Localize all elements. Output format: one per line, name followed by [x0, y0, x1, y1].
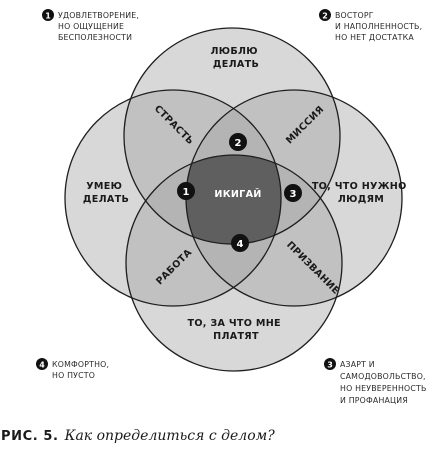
note-2: 2 ВОСТОРГ И НАПОЛНЕННОСТЬ, НО НЕТ ДОСТАТ…	[319, 9, 425, 42]
svg-text:4: 4	[237, 239, 244, 250]
svg-text:3: 3	[327, 361, 333, 370]
badge-2: 2	[229, 133, 247, 151]
world-needs-label: ТО, ЧТО НУЖНО ЛЮДЯМ	[312, 181, 410, 205]
note-2-text: ВОСТОРГ И НАПОЛНЕННОСТЬ, НО НЕТ ДОСТАТКА	[335, 11, 425, 42]
circle-outlines	[64, 27, 403, 372]
love-label: ЛЮБЛЮ ДЕЛАТЬ	[211, 46, 262, 70]
circle-good-at	[65, 90, 281, 306]
figure-number: РИС. 5.	[1, 429, 59, 444]
paid-for-label: ТО, ЗА ЧТО МНЕ ПЛАТЯТ	[187, 318, 284, 342]
note-1-text: УДОВЛЕТВОРЕНИЕ, НО ОЩУЩЕНИЕ БЕСПОЛЕЗНОСТ…	[58, 11, 142, 42]
figure-title: Как определиться с делом?	[64, 428, 275, 444]
svg-text:3: 3	[290, 189, 297, 200]
svg-text:2: 2	[322, 12, 328, 21]
good-at-label: УМЕЮ ДЕЛАТЬ	[83, 181, 129, 205]
svg-text:4: 4	[39, 361, 45, 370]
svg-text:1: 1	[183, 187, 190, 198]
badge-1: 1	[177, 182, 195, 200]
svg-text:2: 2	[235, 138, 242, 149]
note-1: 1 УДОВЛЕТВОРЕНИЕ, НО ОЩУЩЕНИЕ БЕСПОЛЕЗНО…	[42, 9, 142, 42]
figure-caption: РИС. 5. Как определиться с делом?	[1, 428, 275, 444]
svg-text:1: 1	[45, 12, 51, 21]
note-4: 4 КОМФОРТНО, НО ПУСТО	[36, 358, 112, 380]
badge-4: 4	[231, 234, 249, 252]
circle-paid-for	[126, 155, 342, 371]
ikigai-label: ИКИГАЙ	[214, 187, 261, 200]
note-3: 3 АЗАРТ И САМОДОВОЛЬСТВО, НО НЕУВЕРЕННОС…	[324, 358, 429, 405]
note-4-text: КОМФОРТНО, НО ПУСТО	[52, 360, 112, 380]
badge-3: 3	[284, 184, 302, 202]
note-3-text: АЗАРТ И САМОДОВОЛЬСТВО, НО НЕУВЕРЕННОСТЬ…	[340, 360, 429, 405]
